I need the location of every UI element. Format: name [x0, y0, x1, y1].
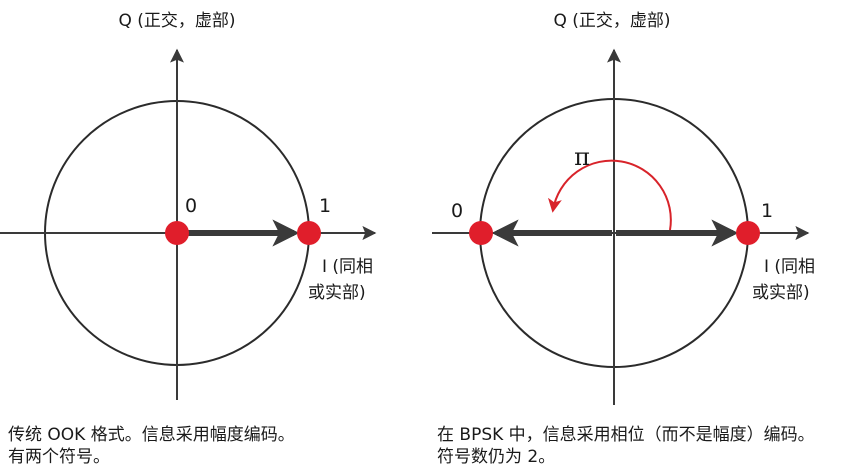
- ook-caption-line2: 有两个符号。: [8, 447, 110, 467]
- i-axis-label-line2: 或实部): [308, 283, 366, 303]
- q-axis-label: Q (正交，虚部): [553, 11, 670, 31]
- symbol-1-label: 1: [319, 195, 331, 217]
- i-axis-label-line2: 或实部): [752, 283, 810, 303]
- q-axis-label: Q (正交，虚部): [118, 11, 235, 31]
- ook-panel: Q (正交，虚部) 0 1 I (同相 或实部): [0, 11, 377, 400]
- symbol-0-dot: [165, 221, 189, 245]
- bpsk-caption-line1: 在 BPSK 中，信息采用相位（而不是幅度）编码。: [437, 425, 815, 445]
- i-axis-label-line1: I (同相: [322, 257, 373, 277]
- phase-label: π: [574, 143, 590, 171]
- bpsk-panel: Q (正交，虚部) π 0 1 I (同相 或实部): [432, 11, 815, 405]
- symbol-1-dot: [297, 221, 321, 245]
- bpsk-caption-line2: 符号数仍为 2。: [437, 447, 556, 467]
- bpsk-caption: 在 BPSK 中，信息采用相位（而不是幅度）编码。 符号数仍为 2。: [437, 424, 815, 468]
- symbol-0-label: 0: [451, 200, 463, 222]
- symbol-1-dot: [736, 221, 760, 245]
- i-axis-label-line1: I (同相: [764, 257, 815, 277]
- ook-caption-line1: 传统 OOK 格式。信息采用幅度编码。: [8, 425, 295, 445]
- symbol-0-dot: [469, 221, 493, 245]
- symbol-0-label: 0: [185, 195, 197, 217]
- symbol-1-label: 1: [761, 200, 773, 222]
- ook-caption: 传统 OOK 格式。信息采用幅度编码。 有两个符号。: [8, 424, 295, 468]
- phase-arc: [548, 159, 672, 231]
